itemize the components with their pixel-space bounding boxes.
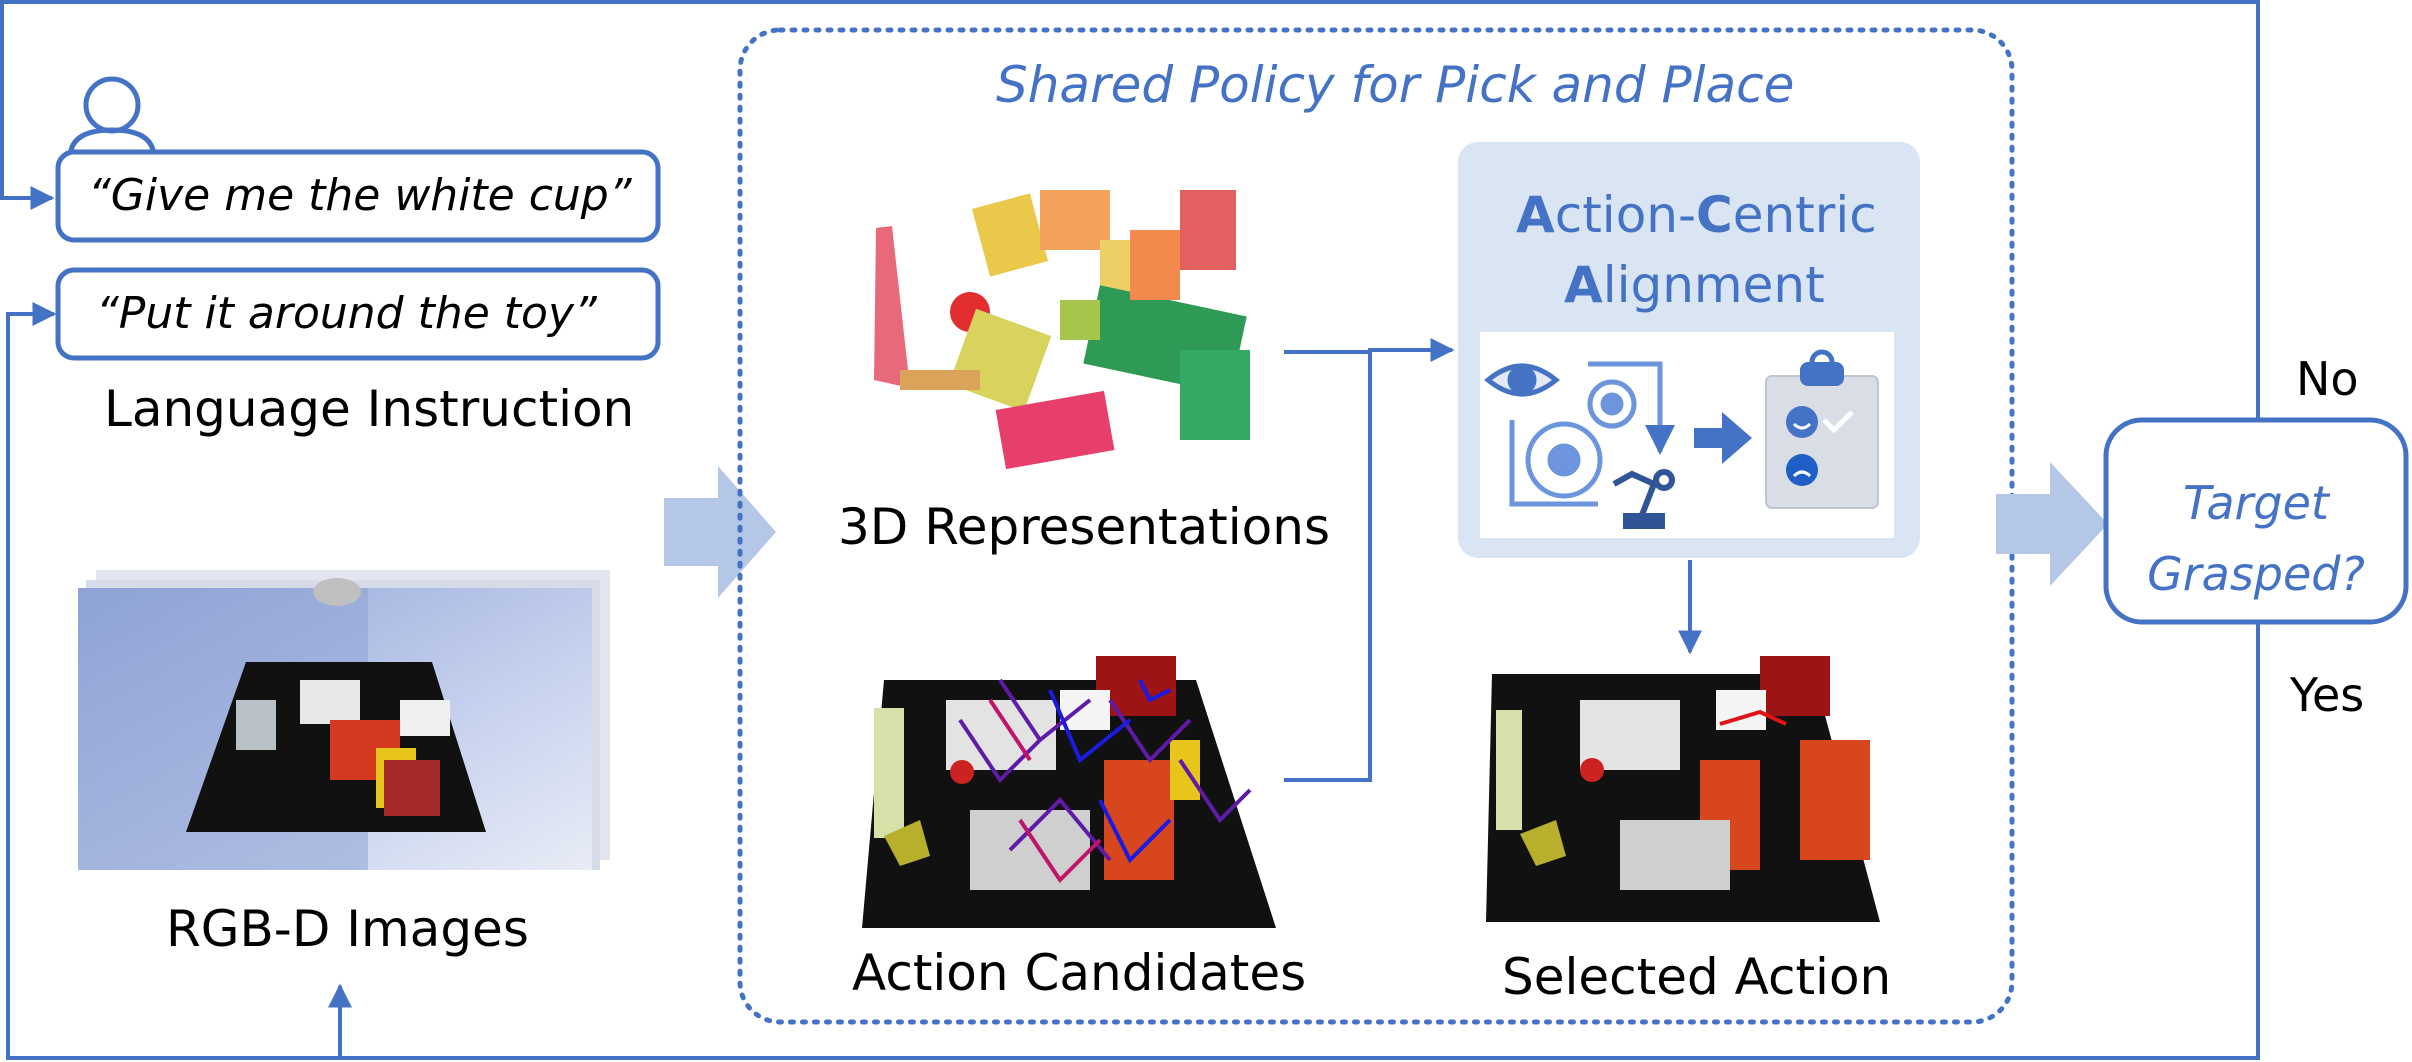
aca-title-line1: Action-Centric: [1516, 190, 1877, 240]
feedback-loop-top: [0, 0, 2260, 420]
selected-action-image: [1486, 656, 1880, 922]
selected-action-label: Selected Action: [1502, 948, 1892, 1006]
decision-box: [2103, 417, 2409, 625]
aca-initial-a: A: [1516, 186, 1555, 244]
yes-label: Yes: [2290, 668, 2365, 722]
shared-policy-box: [737, 27, 2015, 1025]
user-icon: [67, 76, 157, 159]
instruction-box-1: [55, 149, 661, 243]
aca-word-lignment: lignment: [1602, 256, 1825, 314]
shared-policy-title: Shared Policy for Pick and Place: [996, 56, 1795, 114]
output-arrow: [1996, 462, 2108, 586]
feedback-loop-bottom: [6, 302, 2260, 1060]
aca-word-ction: ction-: [1554, 186, 1697, 244]
rgbd-image-stack: [78, 570, 610, 870]
aca-title-line2: Alignment: [1564, 260, 1825, 310]
instruction-1: “Give me the white cup”: [88, 170, 632, 221]
eye-icon: [1484, 363, 1560, 397]
rep-to-aca-arrow: [1284, 338, 1455, 362]
gears-cycle-icon: [1509, 361, 1675, 507]
instruction-2: “Put it around the toy”: [96, 288, 597, 339]
representations-label: 3D Representations: [838, 498, 1330, 556]
instruction-box-2: [55, 267, 661, 361]
action-candidates-label: Action Candidates: [852, 944, 1307, 1002]
decision-label: Target Grasped?: [2147, 476, 2365, 602]
aca-initial-a2: A: [1564, 256, 1603, 314]
aca-initial-c: C: [1696, 186, 1733, 244]
aca-word-entric: entric: [1732, 186, 1877, 244]
input-arrow: [664, 466, 776, 598]
action-candidates-image: [862, 656, 1276, 928]
candidates-to-aca-line: [1284, 352, 1372, 782]
point-cloud-image: [874, 190, 1250, 470]
clipboard-feedback-icon: [1765, 349, 1879, 509]
robot-arm-icon: [1612, 469, 1675, 529]
language-instruction-label: Language Instruction: [104, 380, 635, 438]
arrow-right-icon: [1694, 412, 1752, 464]
no-label: No: [2296, 352, 2359, 406]
rgbd-images-label: RGB-D Images: [166, 900, 529, 958]
